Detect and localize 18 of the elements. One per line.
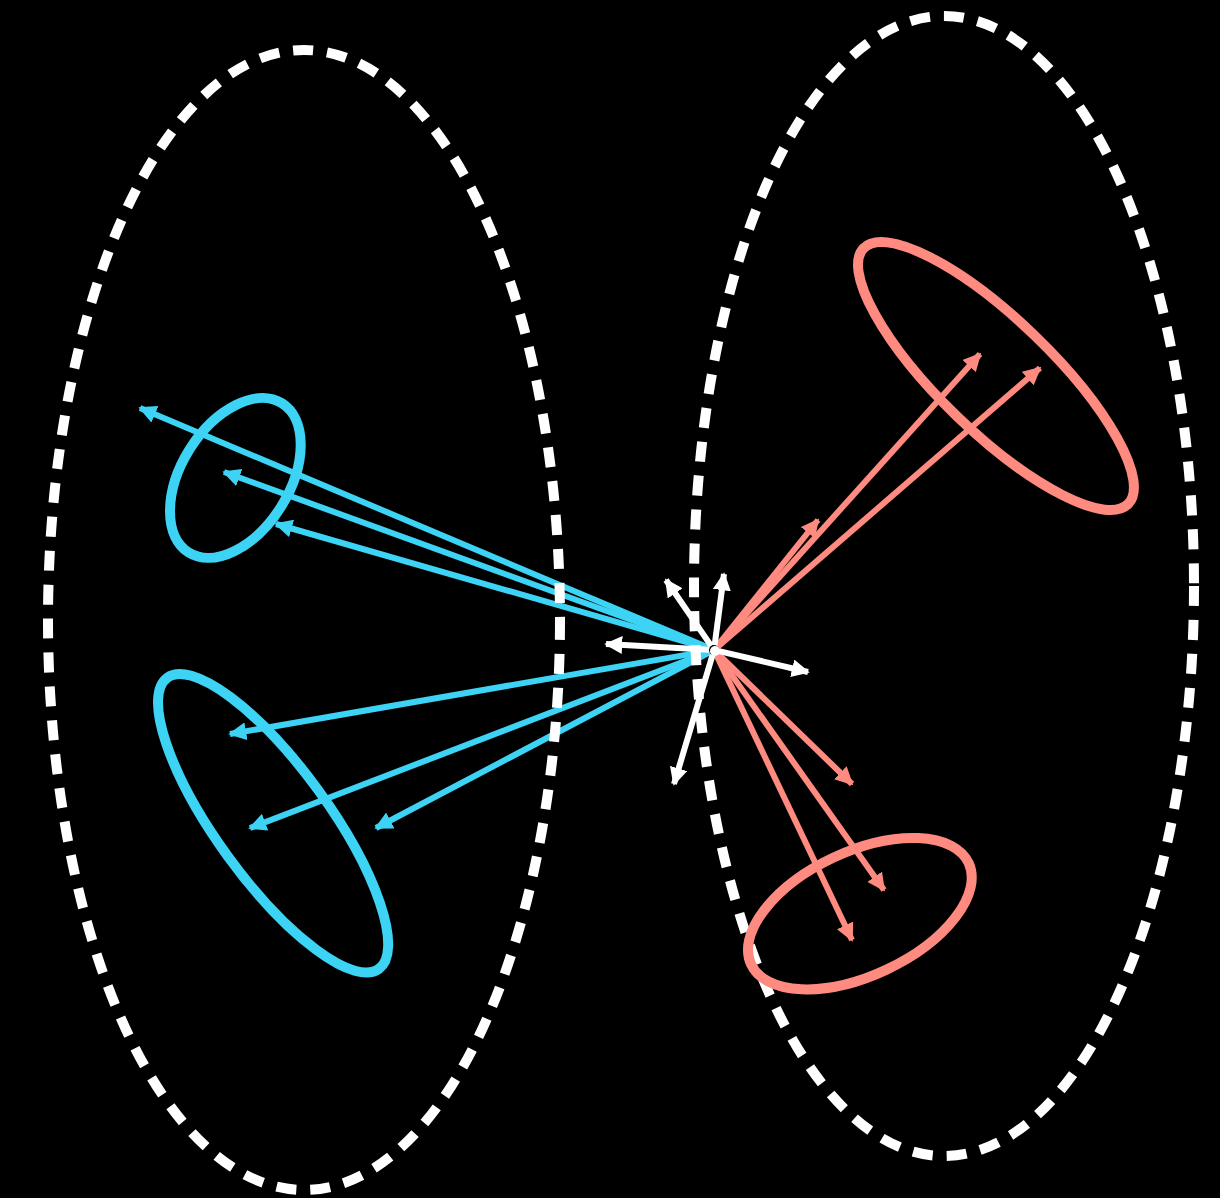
- vertex-dot: [709, 645, 719, 655]
- arrow: [715, 365, 1042, 649]
- arrow: [663, 578, 714, 648]
- arrow: [715, 352, 983, 649]
- arrow: [222, 469, 711, 652]
- arrow: [713, 653, 855, 942]
- ellipse-outline: [852, 235, 1140, 516]
- arrow: [711, 572, 731, 646]
- arrow: [718, 648, 810, 678]
- ellipse-outline: [152, 668, 396, 980]
- arrow: [274, 519, 710, 652]
- ellipse-outline: [164, 392, 308, 564]
- arrow: [670, 653, 716, 786]
- arrow: [374, 649, 711, 831]
- ellipse-outline: [742, 832, 978, 996]
- arrow: [604, 635, 710, 654]
- dashed-ellipse: [688, 10, 1200, 1162]
- dashed-ellipse: [42, 44, 566, 1196]
